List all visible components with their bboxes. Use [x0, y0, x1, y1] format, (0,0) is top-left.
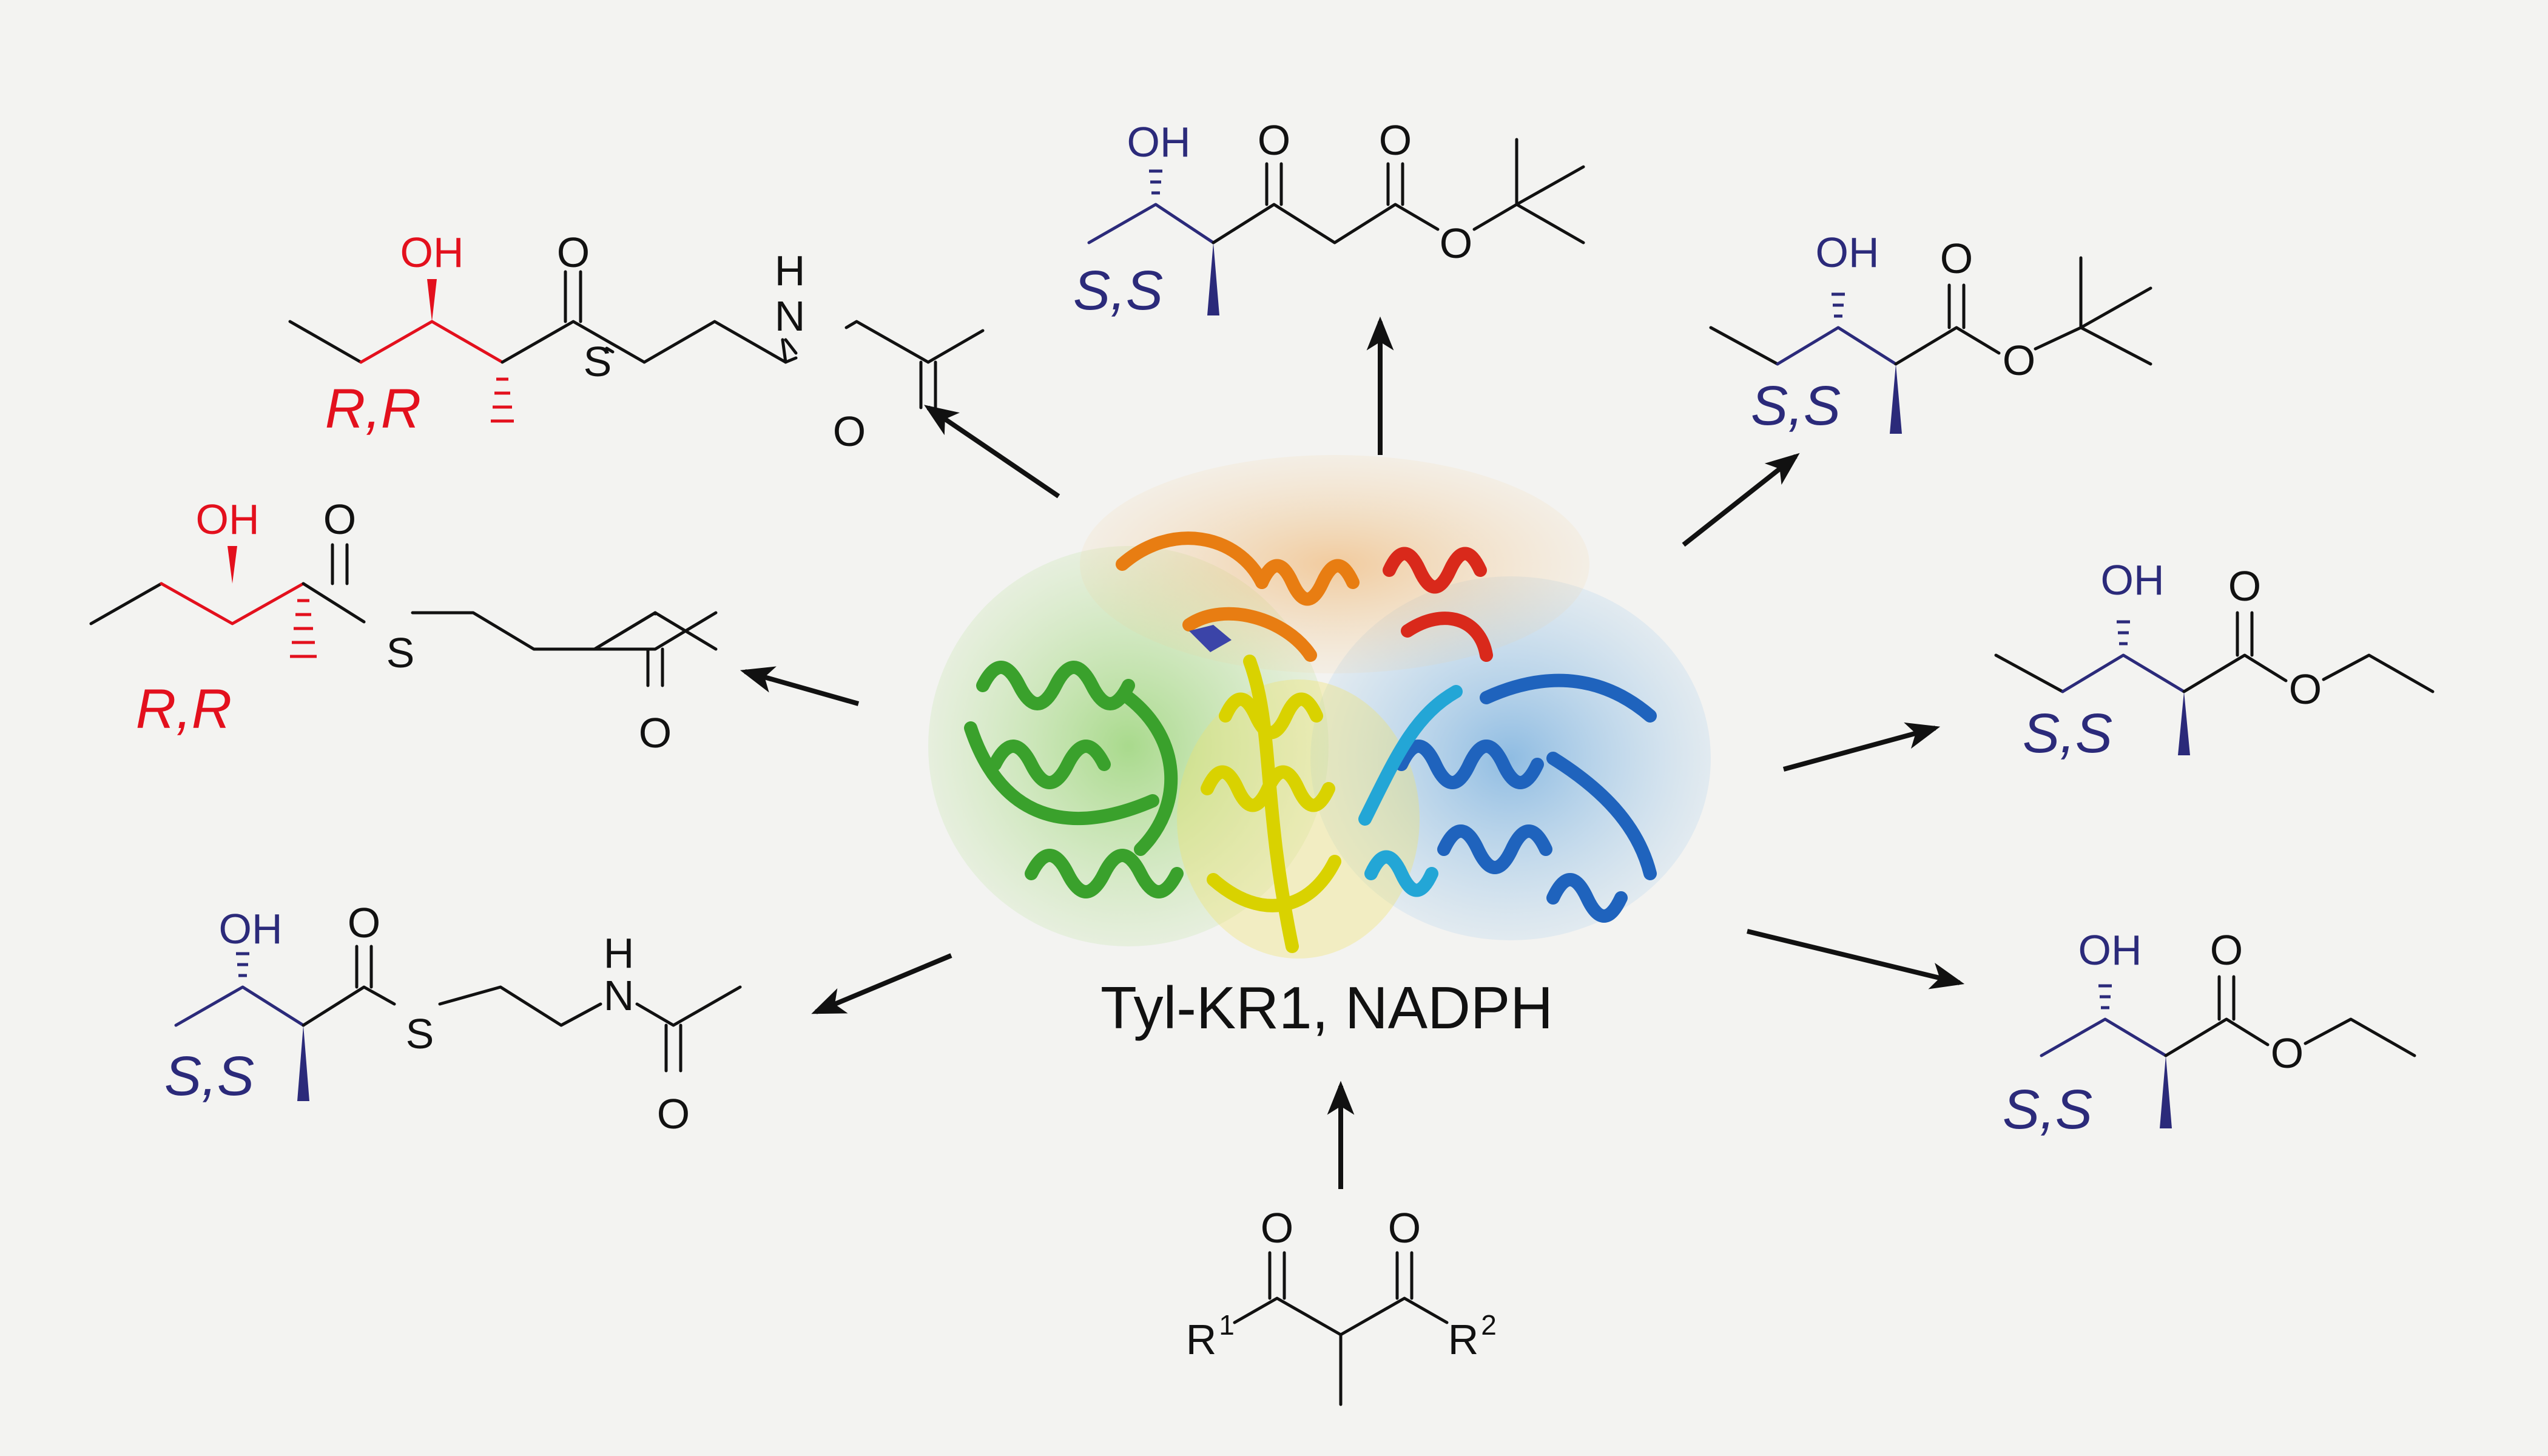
product-ss-tbu-keto-ester: OH O O O S,S [1073, 116, 1585, 322]
yellow-ribbons [1201, 655, 1341, 953]
svg-text:S: S [584, 338, 612, 385]
wedge-methyl [2178, 692, 2190, 755]
svg-text:OH: OH [219, 905, 283, 952]
svg-text:O: O [833, 408, 866, 455]
green-ribbons [964, 661, 1184, 898]
svg-text:S,S: S,S [164, 1045, 254, 1107]
wedge-methyl [297, 1025, 309, 1101]
svg-text:O: O [2289, 666, 2322, 713]
svg-text:OH: OH [400, 229, 464, 276]
substrate-diketone: O O R 1 R 2 [1186, 1204, 1497, 1406]
hash-methyl [290, 599, 317, 658]
svg-text:R: R [1448, 1316, 1479, 1363]
svg-text:O: O [2228, 562, 2261, 610]
orange-ribbons [1116, 531, 1360, 662]
arrow-upper-left [924, 405, 1060, 499]
svg-text:2: 2 [1481, 1309, 1497, 1341]
svg-text:O: O [323, 496, 356, 543]
hash-methyl [491, 377, 514, 423]
svg-text:OH: OH [1816, 229, 1879, 276]
product-ss-nac-thioester: OH O S H N O S,S [164, 899, 742, 1138]
svg-text:S,S: S,S [2023, 703, 2112, 764]
svg-text:O: O [1261, 1204, 1293, 1252]
svg-text:O: O [2210, 926, 2243, 974]
product-rr-nac-thioester: OH O S H N O R,R [288, 229, 985, 455]
product-rr-pentanone-thioester: OH O S O R,R [89, 496, 718, 757]
svg-text:S: S [386, 629, 415, 676]
hash-oh [2098, 984, 2112, 1009]
hash-oh [1832, 292, 1845, 318]
svg-text:S,S: S,S [1073, 260, 1163, 322]
hash-oh [1149, 169, 1162, 195]
svg-text:O: O [348, 899, 380, 946]
hash-oh [236, 952, 249, 977]
svg-text:H: H [775, 247, 806, 294]
arrow-lower-left [811, 953, 952, 1014]
svg-text:O: O [657, 1090, 690, 1138]
svg-text:OH: OH [2101, 556, 2165, 604]
reaction-arrows [740, 316, 1965, 1189]
svg-text:OH: OH [1127, 118, 1191, 166]
arrow-right [1782, 722, 1941, 772]
svg-text:O: O [1379, 116, 1412, 164]
svg-text:N: N [775, 292, 806, 340]
svg-text:N: N [604, 972, 635, 1019]
svg-text:OH: OH [196, 496, 260, 543]
wedge-oh [228, 546, 237, 584]
red-ribbons [1383, 547, 1493, 662]
svg-text:O: O [2003, 337, 2035, 384]
blue-ribbons [1395, 673, 1657, 923]
svg-text:O: O [2271, 1030, 2304, 1077]
svg-text:O: O [1940, 235, 1973, 282]
hash-oh [2117, 620, 2130, 645]
arrow-left [740, 666, 860, 706]
cofactor [1189, 625, 1232, 652]
svg-text:O: O [1440, 220, 1472, 267]
svg-text:S: S [406, 1010, 434, 1057]
product-ss-ethyl-ester-pentanoate: OH O O S,S [1994, 556, 2435, 764]
svg-text:O: O [639, 709, 672, 757]
svg-text:R: R [1186, 1316, 1217, 1363]
svg-text:S,S: S,S [2003, 1079, 2092, 1141]
protein-structure [928, 455, 1711, 959]
center-label: Tyl-KR1, NADPH [1100, 974, 1553, 1041]
product-ss-tbu-ester: OH O O S,S [1709, 229, 2152, 437]
arrow-upper-right [1682, 453, 1800, 547]
svg-text:1: 1 [1219, 1309, 1235, 1341]
wedge-methyl [1890, 364, 1902, 434]
cyan-ribbons [1358, 685, 1463, 897]
svg-text:H: H [604, 929, 635, 977]
svg-text:R,R: R,R [136, 678, 232, 740]
arrow-lower-right [1747, 929, 1965, 989]
svg-text:O: O [1258, 116, 1290, 164]
svg-text:OH: OH [2078, 926, 2142, 974]
wedge-oh [427, 279, 437, 322]
product-ss-ethyl-ester-butanoate: OH O O S,S [2003, 926, 2416, 1141]
svg-text:O: O [1388, 1204, 1421, 1252]
wedge-methyl [1207, 243, 1219, 315]
wedge-methyl [2160, 1056, 2172, 1128]
svg-text:S,S: S,S [1751, 375, 1841, 437]
svg-text:R,R: R,R [325, 378, 421, 440]
svg-text:O: O [557, 229, 590, 276]
surface-yellow [1177, 679, 1420, 959]
